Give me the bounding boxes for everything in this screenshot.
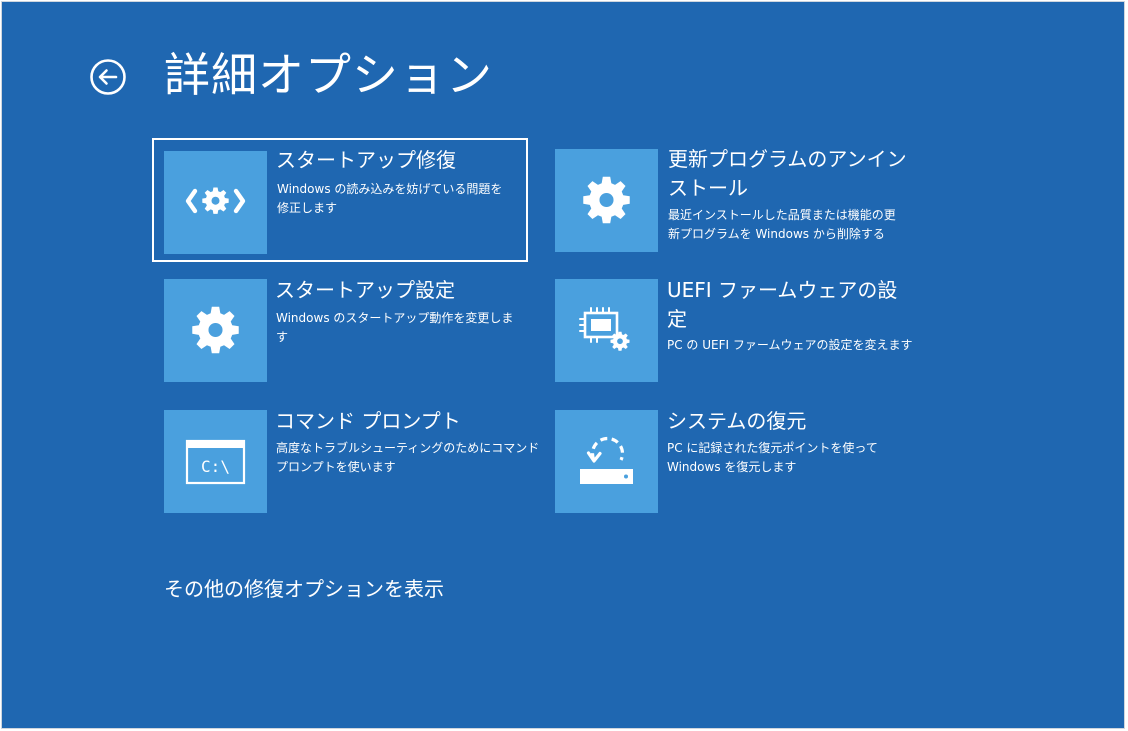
uefi-firmware-tile xyxy=(555,279,658,382)
system-restore-option[interactable]: システムの復元 PC に記録された復元ポイントを使って Windows を復元し… xyxy=(555,409,931,534)
command-prompt-tile: C:\ xyxy=(164,410,267,513)
command-prompt-icon: C:\ xyxy=(185,439,246,485)
option-title-line: システムの復元 xyxy=(667,409,807,433)
option-title-line: 定 xyxy=(667,307,687,331)
option-title-line: スタートアップ設定 xyxy=(275,278,455,302)
uefi-firmware-settings-option[interactable]: UEFI ファームウェアの設 定 PC の UEFI ファームウェアの設定を変え… xyxy=(555,278,931,403)
option-description-line: 修正します xyxy=(277,201,338,215)
startup-repair-option[interactable]: スタートアップ修復 Windows の読み込みを妨げている問題を 修正します xyxy=(152,138,528,262)
option-description-line: 高度なトラブルシューティングのためにコマンド xyxy=(276,441,540,455)
startup-repair-icon xyxy=(185,187,246,214)
option-description-line: す xyxy=(276,330,289,344)
option-description-line: 最近インストールした品質または機能の更 xyxy=(668,208,896,222)
option-description-line: PC に記録された復元ポイントを使って xyxy=(667,441,878,455)
firmware-chip-icon xyxy=(579,307,630,351)
command-prompt-option[interactable]: C:\ コマンド プロンプト 高度なトラブルシューティングのためにコマンド プロ… xyxy=(164,409,540,534)
option-title-line: 更新プログラムのアンイン xyxy=(668,147,907,171)
system-restore-tile xyxy=(555,410,658,513)
startup-settings-option[interactable]: スタートアップ設定 Windows のスタートアップ動作を変更しま す xyxy=(164,278,540,403)
option-description-line: Windows の読み込みを妨げている問題を xyxy=(277,182,503,196)
option-description-line: 新プログラムを Windows から削除する xyxy=(668,227,885,241)
command-prompt-icon-text: C:\ xyxy=(201,457,230,476)
option-description-line: プロンプトを使います xyxy=(276,460,396,474)
gear-icon xyxy=(583,176,630,224)
startup-repair-tile xyxy=(164,151,267,254)
option-description-line: PC の UEFI ファームウェアの設定を変えます xyxy=(667,338,913,352)
startup-settings-tile xyxy=(164,279,267,382)
back-button[interactable] xyxy=(89,58,127,96)
uninstall-updates-option[interactable]: 更新プログラムのアンイン ストール 最近インストールした品質または機能の更 新プ… xyxy=(555,147,931,273)
option-title-line: UEFI ファームウェアの設 xyxy=(667,278,898,302)
back-arrow-circle-icon xyxy=(90,59,126,95)
uninstall-updates-tile xyxy=(555,149,658,252)
option-title-line: ストール xyxy=(668,176,748,200)
page-title: 詳細オプション xyxy=(164,48,493,102)
more-recovery-options-link[interactable]: その他の修復オプションを表示 xyxy=(164,577,444,601)
option-title-line: スタートアップ修復 xyxy=(276,148,456,172)
option-description-line: Windows を復元します xyxy=(667,460,797,474)
option-description-line: Windows のスタートアップ動作を変更しま xyxy=(276,311,514,325)
system-restore-icon xyxy=(580,436,633,484)
option-title-line: コマンド プロンプト xyxy=(275,409,461,433)
gear-icon xyxy=(192,306,239,354)
